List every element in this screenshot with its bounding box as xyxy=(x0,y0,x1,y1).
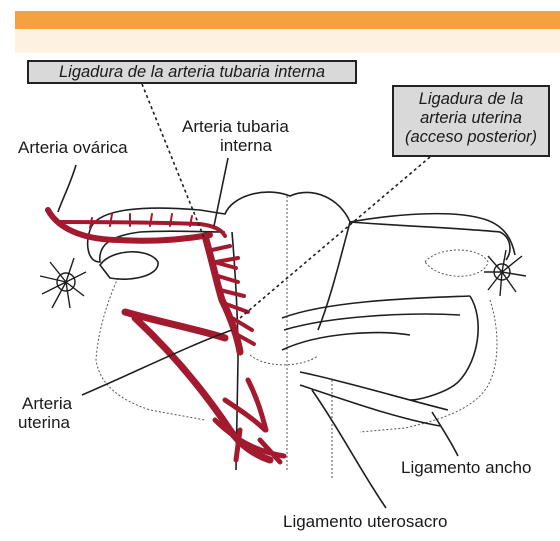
right-ovary-shape xyxy=(425,250,488,276)
uterine-ligation-label-line3: (acceso posterior) xyxy=(394,128,548,147)
uterine-ligation-label-line2: arteria uterina xyxy=(394,109,548,128)
tubal-artery-label-line1: Arteria tubaria xyxy=(182,117,289,137)
broad-ligament-label: Ligamento ancho xyxy=(401,458,531,478)
right-broad-ligament-outline xyxy=(360,300,497,432)
label-box-tubal-ligation: Ligadura de la arteria tubaria interna xyxy=(27,60,357,84)
cervix-dotted xyxy=(250,355,318,365)
uterosacral-ligament-label: Ligamento uterosacro xyxy=(283,512,447,532)
uterine-ligation-label-line1: Ligadura de la xyxy=(394,90,548,109)
uterine-artery-label-line1: Arteria xyxy=(22,394,72,414)
leader-ovarian-artery xyxy=(58,165,76,212)
ovarian-artery-label: Arteria ovárica xyxy=(18,138,128,158)
left-ovary-shape xyxy=(100,252,158,279)
tubal-artery-label-line2: interna xyxy=(220,136,272,156)
broad-ligament-folds xyxy=(282,296,470,426)
right-tube xyxy=(350,222,510,260)
leader-broad-ligament xyxy=(432,412,458,456)
label-box-uterine-ligation: Ligadura de la arteria uterina (acceso p… xyxy=(392,85,550,157)
left-ovary-icon xyxy=(40,258,86,308)
uterine-artery-label-line2: uterina xyxy=(18,413,70,433)
left-broad-ligament-outline xyxy=(96,278,205,420)
uterus-lower-right xyxy=(410,296,478,400)
leader-uterosacral-ligament xyxy=(312,390,386,508)
tubal-ligation-label: Ligadura de la arteria tubaria interna xyxy=(29,63,355,82)
right-uterine-wall xyxy=(318,222,350,330)
leader-uterine-ligation xyxy=(240,157,430,318)
leader-tubal-artery xyxy=(214,158,228,226)
right-ovary-icon xyxy=(484,250,526,296)
arteries xyxy=(48,210,284,462)
